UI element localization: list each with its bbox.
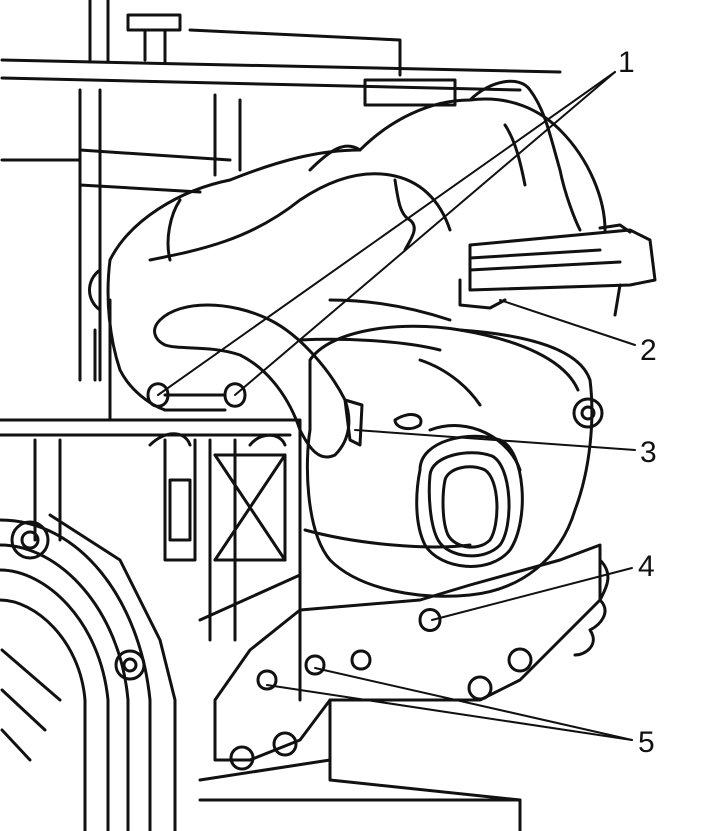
callout-labels: 1 2 3 4 5 <box>618 46 657 759</box>
leader-line-4 <box>431 567 633 621</box>
callout-5: 5 <box>638 726 655 759</box>
leader-line-2 <box>499 299 636 346</box>
pulley-wheel <box>0 513 177 831</box>
oil-feed-pipe <box>153 303 364 459</box>
mounting-bracket <box>458 223 657 317</box>
turbine-housing <box>303 324 604 598</box>
leader-line-3 <box>354 429 636 451</box>
leader-line-5b <box>314 667 633 741</box>
leader-line-5a <box>266 684 633 741</box>
leader-line-1a <box>157 71 616 396</box>
callout-4: 4 <box>638 550 655 583</box>
leader-line-1b <box>234 71 616 396</box>
compressor-outlet <box>415 434 524 568</box>
callout-2: 2 <box>640 334 657 367</box>
bracket-bolts <box>146 382 247 412</box>
callout-3: 3 <box>640 436 657 469</box>
manifold-stud-single <box>418 608 442 632</box>
manifold-studs <box>229 647 533 771</box>
callout-1: 1 <box>618 46 635 79</box>
lower-engine-frame <box>0 418 302 702</box>
engine-block <box>0 0 562 422</box>
